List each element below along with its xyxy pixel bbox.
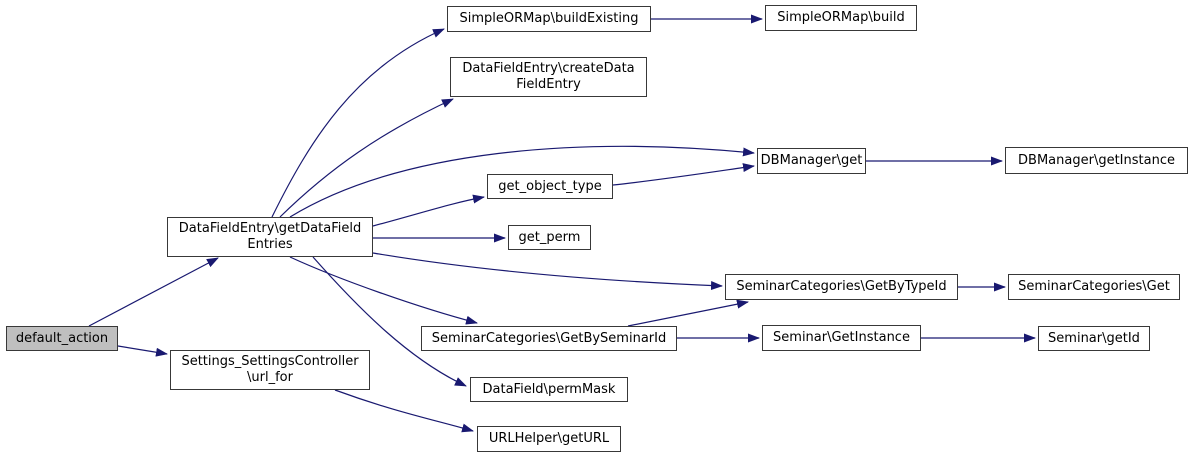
node-label: URLHelper\getURL bbox=[488, 431, 610, 446]
edge-default-action-to-settings-url-for bbox=[117, 345, 168, 357]
node-dbmanager-get[interactable]: DBManager\get bbox=[757, 148, 866, 174]
edge-get-data-field-entries-to-perm-mask bbox=[312, 256, 467, 387]
node-label: SeminarCategories\GetBySeminarId bbox=[431, 330, 667, 346]
edge-get-data-field-entries-to-build-existing bbox=[271, 28, 445, 218]
call-edges bbox=[88, 14, 1036, 433]
node-get-object-type[interactable]: get_object_type bbox=[487, 174, 613, 199]
edge-get-by-seminar-id-to-get-by-type-id bbox=[627, 299, 749, 327]
node-label: DBManager\get bbox=[760, 153, 863, 168]
node-label: Seminar\GetInstance bbox=[773, 330, 910, 345]
edge-get-data-field-entries-to-get-by-seminar-id bbox=[289, 256, 478, 325]
node-label: DataField\permMask bbox=[482, 381, 616, 397]
node-label: Seminar\getId bbox=[1048, 330, 1140, 346]
node-build-existing[interactable]: SimpleORMap\buildExisting bbox=[447, 6, 651, 32]
edge-get-data-field-entries-to-get-by-type-id bbox=[372, 252, 723, 291]
node-dbmanager-get-instance[interactable]: DBManager\getInstance bbox=[1005, 147, 1188, 174]
node-label: SeminarCategories\GetByTypeId bbox=[736, 279, 947, 294]
node-url-helper-get-url[interactable]: URLHelper\getURL bbox=[477, 426, 621, 452]
edge-settings-url-for-to-url-helper-get-url bbox=[334, 389, 474, 433]
node-label: DataFieldEntry\createData bbox=[462, 61, 635, 76]
edge-default-action-to-get-data-field-entries bbox=[88, 257, 219, 327]
node-settings-url-for[interactable]: Settings_SettingsController\url_for bbox=[170, 350, 370, 390]
node-perm-mask[interactable]: DataField\permMask bbox=[470, 377, 628, 402]
node-label: SeminarCategories\Get bbox=[1018, 279, 1170, 294]
node-label: SimpleORMap\buildExisting bbox=[459, 11, 639, 26]
node-label: Entries bbox=[247, 237, 293, 252]
node-get-by-type-id[interactable]: SeminarCategories\GetByTypeId bbox=[725, 274, 958, 300]
node-label: get_object_type bbox=[498, 178, 602, 194]
node-label: Settings_SettingsController bbox=[181, 354, 359, 369]
node-label: DBManager\getInstance bbox=[1018, 152, 1175, 168]
node-seminar-get-instance[interactable]: Seminar\GetInstance bbox=[762, 325, 921, 351]
node-get-by-seminar-id[interactable]: SeminarCategories\GetBySeminarId bbox=[421, 326, 677, 351]
edge-get-data-field-entries-to-get-object-type bbox=[372, 194, 485, 227]
node-label: \url_for bbox=[247, 370, 293, 385]
node-label: get_perm bbox=[518, 229, 581, 245]
edge-get-data-field-entries-to-dbmanager-get bbox=[289, 145, 755, 218]
node-label: default_action bbox=[15, 330, 109, 346]
edge-get-object-type-to-dbmanager-get bbox=[612, 163, 755, 186]
node-build[interactable]: SimpleORMap\build bbox=[765, 5, 917, 31]
node-default-action: default_action bbox=[6, 326, 118, 351]
node-label: DataFieldEntry\getDataField bbox=[178, 221, 362, 236]
node-label: FieldEntry bbox=[516, 77, 581, 92]
node-seminar-get-id[interactable]: Seminar\getId bbox=[1038, 326, 1150, 351]
node-get-perm[interactable]: get_perm bbox=[508, 225, 591, 250]
node-seminar-categories-get[interactable]: SeminarCategories\Get bbox=[1008, 274, 1180, 300]
node-label: SimpleORMap\build bbox=[777, 10, 905, 25]
edge-get-data-field-entries-to-create-data-field-entry bbox=[279, 98, 454, 218]
